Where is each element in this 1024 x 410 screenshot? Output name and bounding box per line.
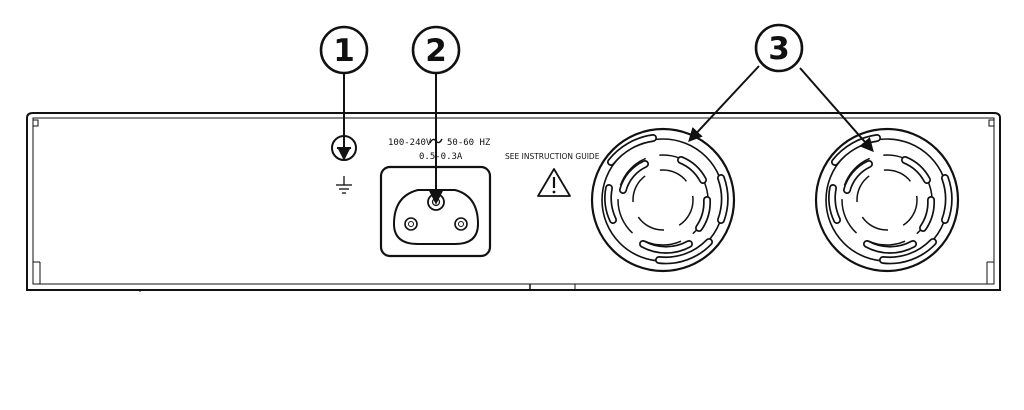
warning-triangle-icon <box>537 168 571 197</box>
callout-leaders <box>337 65 874 205</box>
voltage-label: 100-240V <box>388 138 432 148</box>
pin-left <box>404 217 418 231</box>
power-rating-label: 100-240V 50-60 HZ 0.5-0.3A <box>388 138 491 162</box>
callout-number: 2 <box>425 33 447 69</box>
leader-3b <box>799 67 874 153</box>
earth-ground-icon <box>336 176 352 194</box>
callout-number: 1 <box>333 33 355 69</box>
callout-number: 3 <box>768 31 790 67</box>
fan-vent-left <box>592 129 734 271</box>
frequency-label: 50-60 HZ <box>447 138 491 148</box>
warning-text: SEE INSTRUCTION GUIDE <box>505 152 600 161</box>
callout-3: 3 <box>754 23 804 73</box>
current-label: 0.5-0.3A <box>419 152 463 162</box>
callout-2: 2 <box>411 25 461 75</box>
fan-vent-right <box>816 129 958 271</box>
callout-1: 1 <box>319 25 369 75</box>
chassis-outline <box>26 112 1001 292</box>
pin-right <box>454 217 468 231</box>
leader-3a <box>688 65 760 143</box>
